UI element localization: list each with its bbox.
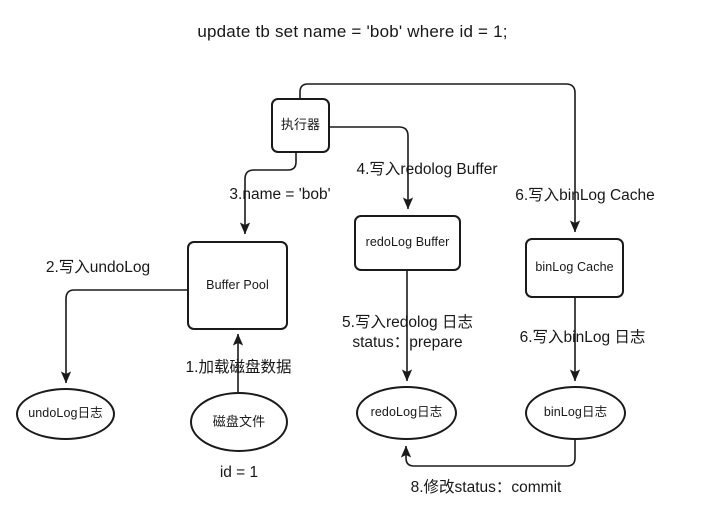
node-binlog-file[interactable]: binLog日志 <box>525 386 626 440</box>
node-undolog-file-label: undoLog日志 <box>28 406 103 421</box>
node-disk-file-label: 磁盘文件 <box>212 413 266 429</box>
edge-executor-to-redolog <box>330 126 414 210</box>
caption-step-4: 4.写入redolog Buffer <box>356 161 498 178</box>
caption-step-6-cache: 6.写入binLog Cache <box>515 187 655 204</box>
node-buffer-pool-label: Buffer Pool <box>206 277 269 292</box>
node-binlog-file-label: binLog日志 <box>543 405 608 420</box>
node-binlog-cache[interactable]: binLog Cache <box>525 238 624 298</box>
node-binlog-cache-label: binLog Cache <box>535 260 614 275</box>
caption-step-8: 8.修改status：commit <box>410 479 562 496</box>
page-title: update tb set name = 'bob' where id = 1; <box>197 22 508 41</box>
caption-step-5: 5.写入redolog 日志 status：prepare <box>342 314 473 351</box>
edge-executor-to-buffer <box>239 153 297 235</box>
node-redolog-buffer[interactable]: redoLog Buffer <box>354 215 461 271</box>
caption-step-2: 2.写入undoLog <box>45 259 151 276</box>
caption-step-3: 3.name = 'bob' <box>229 186 331 203</box>
edge-buffer-to-undolog <box>60 289 187 384</box>
node-redolog-file-label: redoLog日志 <box>370 405 443 420</box>
edge-binlog-to-redolog-file <box>400 440 576 467</box>
node-executor-label: 执行器 <box>280 117 321 133</box>
node-disk-file[interactable]: 磁盘文件 <box>190 392 288 452</box>
node-buffer-pool[interactable]: Buffer Pool <box>187 241 288 330</box>
caption-step-1: 1.加载磁盘数据 <box>185 359 292 376</box>
node-redolog-buffer-label: redoLog Buffer <box>365 235 450 250</box>
node-undolog-file[interactable]: undoLog日志 <box>16 388 115 440</box>
edge-executor-to-binlog <box>299 83 581 233</box>
caption-step-6-log: 6.写入binLog 日志 <box>519 329 646 346</box>
node-redolog-file[interactable]: redoLog日志 <box>356 386 457 440</box>
caption-id-value: id = 1 <box>219 464 259 481</box>
node-executor[interactable]: 执行器 <box>271 98 330 153</box>
